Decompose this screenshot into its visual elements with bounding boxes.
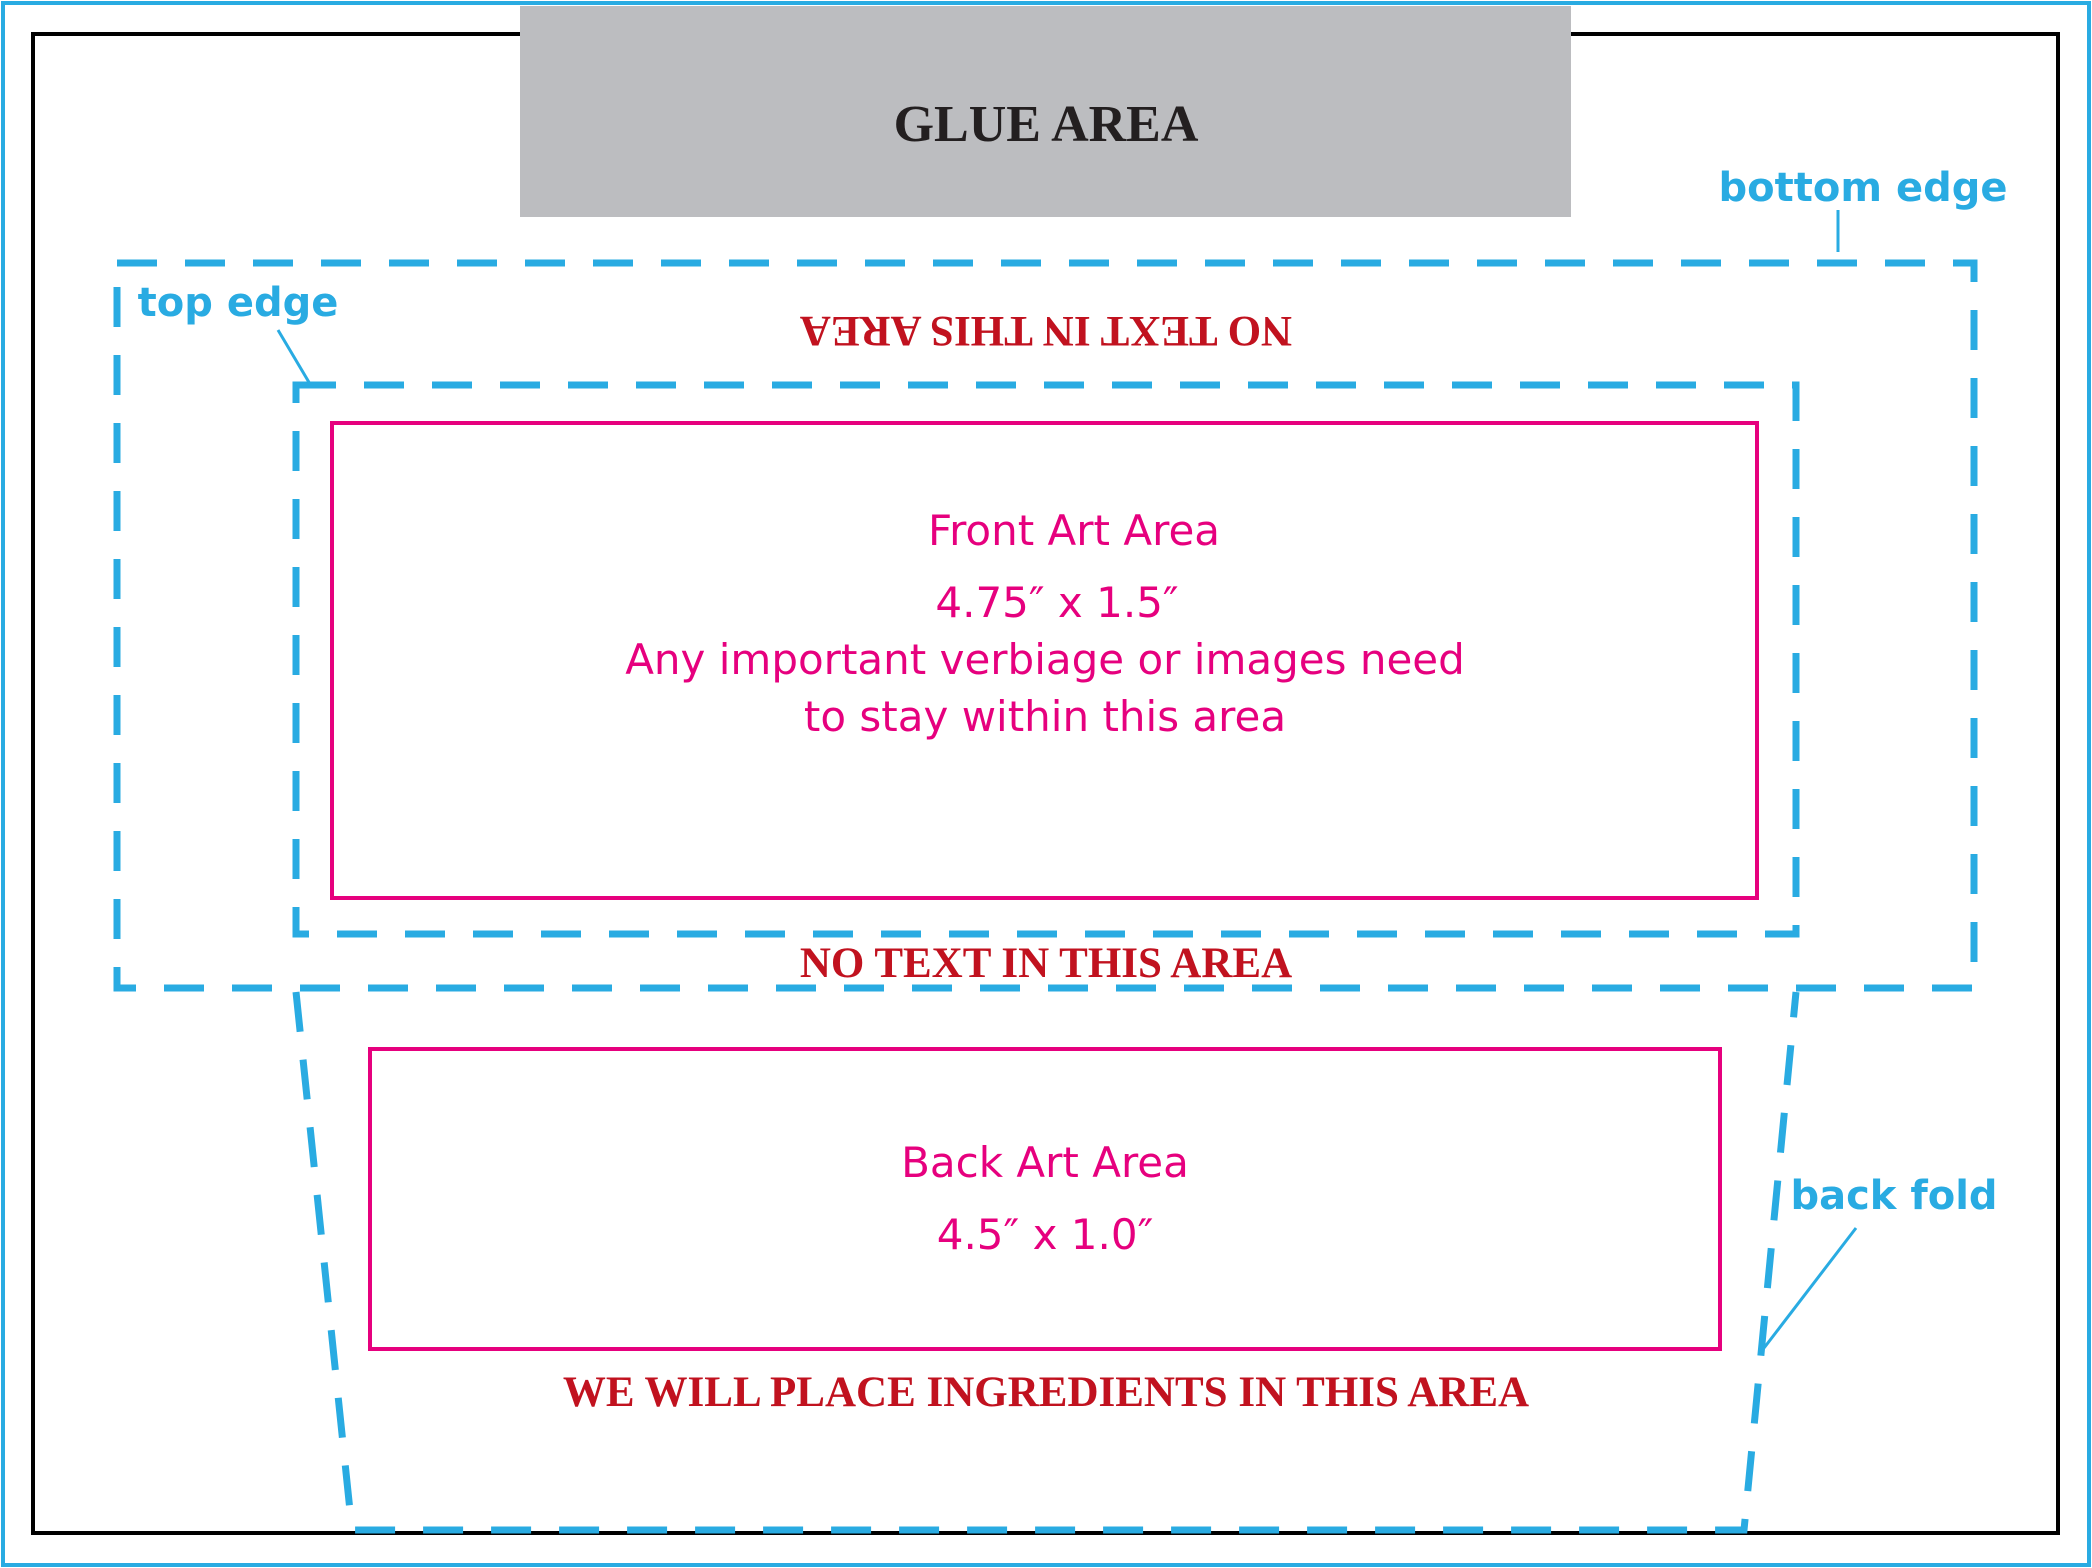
no-text-warning: NO TEXT IN THIS AREA bbox=[800, 940, 1292, 987]
back-fold-dashed-outline bbox=[292, 991, 1800, 1534]
glue-area-label: GLUE AREA bbox=[894, 96, 1199, 153]
back-art-area-box bbox=[368, 1047, 1722, 1351]
front-art-title: Front Art Area bbox=[928, 506, 1220, 555]
front-art-size: 4.75″ x 1.5″ bbox=[935, 578, 1178, 627]
back-art-size: 4.5″ x 1.0″ bbox=[937, 1210, 1154, 1259]
top-edge-dashed-region bbox=[292, 381, 1800, 938]
front-art-note-line-1: Any important verbiage or images need bbox=[625, 635, 1465, 684]
glue-area-box bbox=[520, 6, 1571, 217]
back-fold-label: back fold bbox=[1790, 1173, 1997, 1219]
ingredients-warning: WE WILL PLACE INGREDIENTS IN THIS AREA bbox=[563, 1369, 1529, 1416]
top-edge-leader bbox=[276, 329, 312, 385]
trim-border bbox=[31, 32, 2060, 1535]
front-art-note-line-2: to stay within this area bbox=[804, 692, 1286, 741]
no-text-warning-inverted: NO TEXT IN THIS AREA bbox=[800, 307, 1292, 354]
top-edge-label: top edge bbox=[138, 280, 339, 326]
back-fold-leader bbox=[1762, 1227, 1858, 1349]
bottom-edge-label: bottom edge bbox=[1719, 165, 2008, 211]
back-art-title: Back Art Area bbox=[901, 1138, 1189, 1187]
front-art-area-box bbox=[330, 421, 1759, 900]
